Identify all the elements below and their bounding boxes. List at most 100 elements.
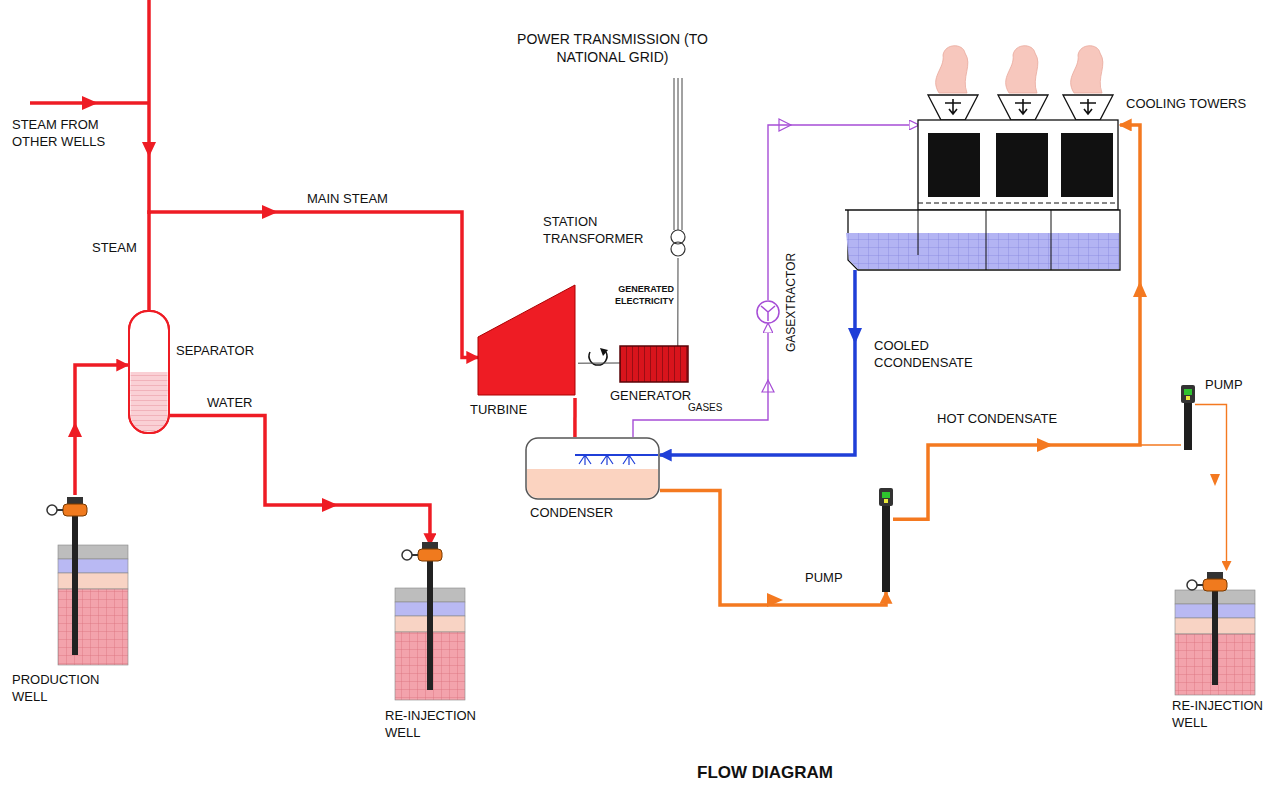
component-label: TURBINE [470,402,527,419]
flow-pipe [660,491,886,605]
condenser-outline [526,438,659,499]
fan-stack [998,95,1048,120]
pump-indicator [1186,396,1190,400]
wellhead-valve [1203,579,1227,591]
station-transformer-outline [668,228,688,258]
separator-shell [129,311,169,433]
flow-pipe [573,398,577,437]
well-casing [72,516,78,655]
flow-pipe [149,212,478,357]
drift-eliminator [918,203,1118,204]
component-label: CONDENSER [530,505,613,522]
condenser-shell [526,438,659,499]
tower-fill-pack [996,133,1048,197]
separator-vessel: SEPARATOR [128,310,170,434]
gas-extractor: GASEXTRACTOR [756,300,780,324]
fan-stack [1063,95,1113,120]
component-label: SEPARATOR [176,343,254,360]
flow-pipe [893,125,1140,519]
stream-label: STEAM [92,240,137,257]
reservoir-layer [58,589,128,665]
rock-layer [58,545,128,559]
basin-divider [918,210,919,255]
condenser-outline [525,437,660,500]
component-label: GENERATOR [610,388,691,405]
cap-layer [58,573,128,589]
extractor-symbol [761,306,775,321]
rotation-arrow [600,348,608,356]
flow-pipe [1195,405,1227,571]
separator-vessel-outline [128,310,170,434]
condenser: CONDENSER [525,437,660,500]
tower-fill-pack [928,133,980,197]
pump-head [879,488,893,506]
transformer-coil [671,242,685,256]
flow-pipe [660,270,855,455]
wellhead-flange [422,542,438,549]
component-label: GASEXTRACTOR [784,253,800,352]
production-well: PRODUCTION WELL [10,495,135,705]
component-label: RE-INJECTION WELL [385,708,495,742]
spray-nozzle [601,455,613,465]
stream-label: POWER TRANSMISSION (TO NATIONAL GRID) [505,30,720,66]
pump-outline [1181,385,1195,450]
component-label: STATION TRANSFORMER [543,214,661,248]
generator-body [620,346,688,382]
valve-stem [412,554,418,556]
cooling-towers-outline [918,95,1120,270]
vapour-plume [1006,46,1038,93]
pump-motor [882,492,890,498]
valve-stem [1197,584,1203,586]
pipe-label: MAIN STEAM [305,191,390,208]
reinjection-well: RE-INJECTION WELL [385,545,512,750]
basin-divider [986,210,987,270]
pipe-label: GENERATED ELECTRICITY [600,284,676,307]
fan-symbol [945,99,961,114]
station-transformer: STATION TRANSFORMER [668,228,688,258]
turbine: TURBINE [478,282,578,398]
power-lines [674,78,682,230]
turbine-outline [478,282,578,398]
diagram-title: FLOW DIAGRAM [640,762,890,784]
basin-divider [1051,210,1052,270]
pump: PUMP [1181,385,1195,450]
pump-body [882,504,890,592]
flow-pipe [170,415,430,545]
pipe-label: GASES [686,401,724,414]
pump-motor [1184,389,1192,395]
separator-water [131,372,168,394]
pipe-label: WATER [205,395,255,412]
condensate-pool [527,469,658,481]
component-label: PRODUCTION WELL [12,672,112,706]
pump-indicator [884,499,888,503]
flow-pipe [578,362,620,363]
flow-pipe [677,258,678,346]
wellhead-valve [418,549,442,561]
valve-handwheel [1187,580,1197,590]
pump-outline [879,488,893,592]
vapour-plume [1071,46,1103,93]
component-label: PUMP [805,570,843,587]
condensate-pool [527,469,658,498]
steam-inlet [30,0,149,214]
spray-nozzle [579,455,591,465]
aquifer-layer [58,559,128,573]
cold-water-basin [845,210,1120,270]
extractor-circle [757,301,779,323]
well-casing [1212,591,1218,685]
flow-pipe [893,445,1181,519]
separator-outline [129,311,169,433]
fan-symbol [1080,99,1096,114]
pump: PUMP [879,488,893,592]
wellhead-valve [63,504,87,516]
vapour-plume [936,46,968,93]
wellhead-flange [67,497,83,504]
valve-handwheel [402,550,412,560]
spray-header [575,454,658,456]
cooling-towers: COOLING TOWERS [918,95,1120,270]
pump-head [1181,385,1195,403]
fan-stack [928,95,978,120]
fan-symbol [1015,99,1031,114]
reinjection-well: RE-INJECTION WELL [1170,570,1283,745]
